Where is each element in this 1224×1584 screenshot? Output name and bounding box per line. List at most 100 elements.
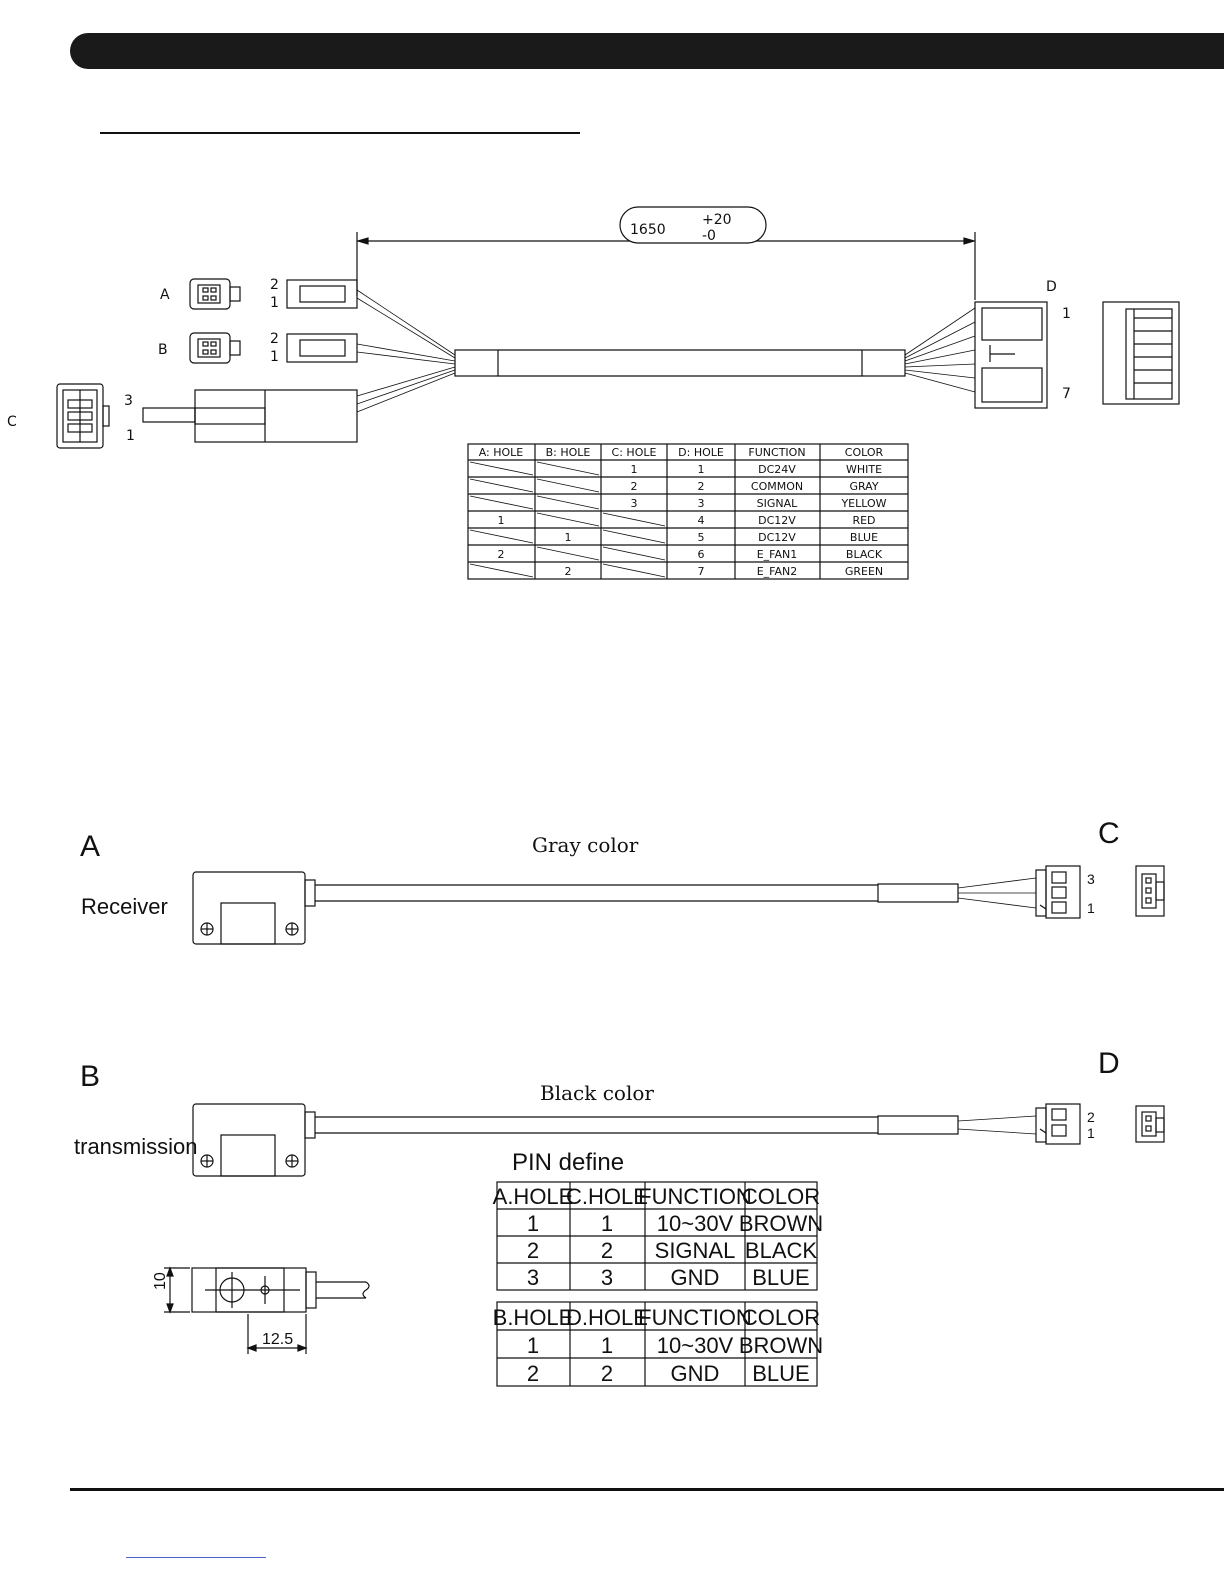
connector-c-housing <box>142 389 358 443</box>
pin-table1-header: COLOR <box>742 1184 820 1209</box>
connector-c-plug-pin-top: 3 <box>1087 871 1095 887</box>
harness-wires-right <box>904 307 976 393</box>
top-table-cell: E_FAN2 <box>757 565 798 578</box>
transmitter-sensor-body <box>192 1103 316 1177</box>
connector-b-pin-bottom: 1 <box>270 349 279 365</box>
connector-d-label: D <box>1046 279 1057 295</box>
sensor-a-letter: A <box>80 830 100 863</box>
top-table-header: C: HOLE <box>612 446 657 459</box>
top-table-cell: 3 <box>698 497 705 510</box>
pin-table1-cell: 10~30V <box>657 1211 734 1236</box>
sensor-a-connector-letter: C <box>1098 817 1120 850</box>
pin-table1-cell: GND <box>671 1265 720 1290</box>
top-table-cell: 2 <box>631 480 638 493</box>
top-table-header: B: HOLE <box>546 446 591 459</box>
heat-shrink-right <box>861 349 906 377</box>
header-bar <box>70 33 1224 69</box>
dimension-width: 12.5 <box>262 1331 293 1348</box>
pin-table1-cell: BLACK <box>745 1238 817 1263</box>
top-table-cell: 1 <box>498 514 505 527</box>
top-table-cell: YELLOW <box>840 497 886 510</box>
pin-table1-cell: 3 <box>601 1265 613 1290</box>
top-table-header: A: HOLE <box>479 446 524 459</box>
footer-link-underline <box>126 1557 266 1558</box>
top-table-cell: E_FAN1 <box>757 548 798 561</box>
pin-table1-header: C.HOLE <box>566 1184 648 1209</box>
section-title-underline <box>100 132 580 134</box>
top-table-cell: 6 <box>698 548 705 561</box>
connector-c-face <box>56 383 110 449</box>
sensor-dimension-drawing <box>164 1266 370 1354</box>
pin-table2-cell: BLUE <box>752 1361 809 1386</box>
connector-c-end-view <box>1135 865 1165 917</box>
receiver-sensor-body <box>192 871 316 945</box>
top-table-cell: DC24V <box>758 463 796 476</box>
connector-a-face <box>189 278 241 310</box>
top-table-cell: 1 <box>565 531 572 544</box>
top-table-cell: 5 <box>698 531 705 544</box>
pin-table2-header: D.HOLE <box>566 1305 648 1330</box>
top-table-cell: WHITE <box>846 463 882 476</box>
connector-d-pin-first: 1 <box>1062 306 1071 322</box>
pin-table2-cell: 2 <box>601 1361 613 1386</box>
pin-table2-header: COLOR <box>742 1305 820 1330</box>
receiver-heat-shrink <box>877 883 959 903</box>
connector-a-label: A <box>160 287 170 303</box>
connector-d-plug-pin-bottom: 1 <box>1087 1125 1095 1141</box>
sensor-b-connector-letter: D <box>1098 1047 1120 1080</box>
connector-c-pin-bottom: 1 <box>126 428 135 444</box>
pin-table1-cell: SIGNAL <box>655 1238 736 1263</box>
transmitter-heat-shrink <box>877 1115 959 1135</box>
pin-table2-cell: 10~30V <box>657 1333 734 1358</box>
heat-shrink-left <box>454 349 499 377</box>
connector-d-end-view <box>1135 1105 1165 1143</box>
sensor-b-name: transmission <box>74 1134 197 1159</box>
pin-table1-cell: BLUE <box>752 1265 809 1290</box>
pin-table1-cell: 2 <box>601 1238 613 1263</box>
connector-a-pin-top: 2 <box>270 277 279 293</box>
pin-define-title: PIN define <box>512 1149 624 1176</box>
length-tol-minus: -0 <box>702 228 716 244</box>
top-table-header: COLOR <box>845 446 884 459</box>
top-table-cell: 1 <box>698 463 705 476</box>
connector-d-pin-last: 7 <box>1062 386 1071 402</box>
pin-table2-cell: 1 <box>527 1333 539 1358</box>
pin-define-table2-grid <box>496 1301 818 1387</box>
connector-b-face <box>189 332 241 364</box>
connector-d-face <box>1102 301 1180 405</box>
pin-table2-header: B.HOLE <box>493 1305 574 1330</box>
top-table-cell: BLACK <box>846 548 883 561</box>
top-table-cell: 2 <box>698 480 705 493</box>
connector-d-plug-pin-top: 2 <box>1087 1109 1095 1125</box>
dimension-height: 10 <box>152 1272 169 1290</box>
length-tol-plus: +20 <box>702 212 732 228</box>
top-table-cell: DC12V <box>758 531 796 544</box>
top-table-cell: 2 <box>498 548 505 561</box>
connector-a-housing <box>286 279 358 309</box>
footer-rule <box>70 1488 1224 1491</box>
top-pin-table-grid <box>467 443 909 580</box>
top-table-cell: 3 <box>631 497 638 510</box>
top-table-header: D: HOLE <box>678 446 724 459</box>
top-table-header: FUNCTION <box>748 446 805 459</box>
pin-table1-cell: 3 <box>527 1265 539 1290</box>
pin-table1-cell: 1 <box>527 1211 539 1236</box>
connector-c-plug-pin-bottom: 1 <box>1087 900 1095 916</box>
pin-table2-cell: 2 <box>527 1361 539 1386</box>
connector-d-housing <box>974 301 1048 409</box>
connector-b-pin-top: 2 <box>270 331 279 347</box>
pin-table2-cell: BROWN <box>739 1333 823 1358</box>
sensor-a-name: Receiver <box>81 894 168 919</box>
top-table-cell: DC12V <box>758 514 796 527</box>
top-table-cell: SIGNAL <box>757 497 799 510</box>
connector-b-label: B <box>158 342 168 358</box>
pin-table1-cell: 1 <box>601 1211 613 1236</box>
connector-c-label: C <box>7 414 17 430</box>
pin-table1-header: FUNCTION <box>638 1184 752 1209</box>
pin-table1-cell: BROWN <box>739 1211 823 1236</box>
top-table-cell: 7 <box>698 565 705 578</box>
top-table-cell: GREEN <box>845 565 883 578</box>
top-table-cell: GRAY <box>849 480 878 493</box>
top-table-cell: 1 <box>631 463 638 476</box>
